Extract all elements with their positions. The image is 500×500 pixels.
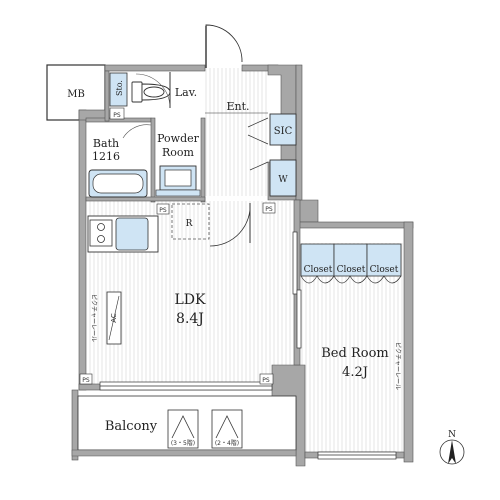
bath-name: Bath [93,137,119,150]
entrance-label: Ent. [226,100,249,113]
bed-name: Bed Room [321,346,388,361]
ps-box-2 [156,203,170,215]
balcony-label: Balcony [105,419,158,434]
closet-label-2: Closet [337,265,366,275]
bed-sliding-door [292,231,302,349]
compass-label: N [448,430,456,440]
refrigerator-box [171,203,210,240]
ps-box-5 [262,202,276,214]
closet-door-swings [300,275,402,284]
sic-door-swing [247,117,269,145]
bath-size: 1216 [92,150,120,163]
entrance-door-swing [205,24,243,68]
ps-box-4 [259,373,274,385]
ps-box-3 [79,373,93,385]
ldk-size: 8.4J [176,311,204,327]
evac-hatch-1: (3・5階) [167,409,199,449]
bathtub-icon [88,169,148,198]
mb-label: MB [67,89,85,100]
sic-box [269,113,297,146]
ps-label-6: PS [0,0,8,2]
kitchen-sink [115,217,149,251]
north-compass: N [439,430,465,465]
ldk-name: LDK [175,292,207,308]
bath-door-swing [122,124,152,139]
powder-line-2: Room [162,146,195,159]
closet-3 [366,243,402,277]
ps-box-1 [109,107,125,120]
toilet-door-swing [135,73,171,109]
closet-label-3: Closet [370,265,399,275]
toilet-icon [131,81,171,103]
washbasin-icon [159,165,197,191]
washer-box [269,159,297,197]
ps-label-4: PS [262,377,270,384]
refrigerator-label: R [186,219,193,229]
closet-label-1: Closet [304,265,333,275]
storage-label: Sto. [115,80,124,96]
closet-2 [333,243,368,277]
ldk-window [99,381,273,391]
closet-row [300,243,402,277]
balcony-rail [71,449,297,457]
ps-label-3: PS [82,377,90,384]
stove-icon [89,219,113,247]
ps-label-5: PS [265,206,273,213]
sic-label: SIC [274,126,293,137]
storage-box [109,72,128,107]
evac-hatch-1-label: (3・5階) [171,439,195,447]
picture-rail-right: ピクチャーレール [394,342,401,390]
closet-1 [300,243,335,277]
entrance-floor [205,68,268,196]
washer-door [249,161,269,171]
bed-window [317,451,397,460]
evac-hatch-2: (2・4階) [211,409,243,449]
ps-label-2: PS [159,207,167,214]
powder-line-1: Powder [157,132,200,145]
lavatory-label: Lav. [175,86,197,99]
bed-size: 4.2J [342,365,368,380]
washer-label: W [278,175,288,185]
aircon-label: AC [110,313,118,323]
ps-label-1: PS [113,112,121,119]
powder-shelf [155,189,201,197]
evac-hatch-2-label: (2・4階) [215,439,239,447]
aircon-unit: AC [106,291,122,345]
picture-rail-left: ピクチャーレール [90,294,97,342]
